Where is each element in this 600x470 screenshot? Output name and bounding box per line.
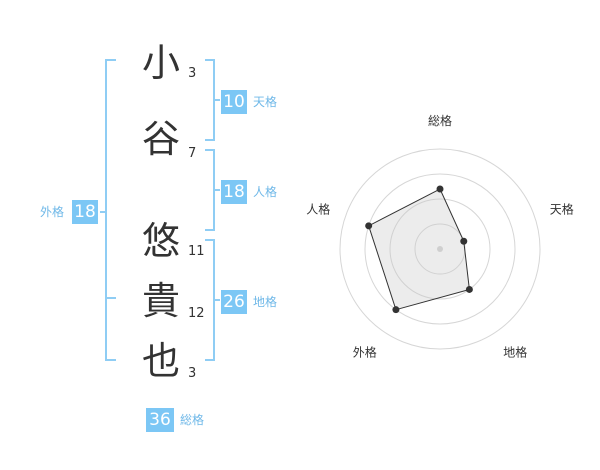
chikaku-value: 26 xyxy=(221,290,247,314)
radar-area xyxy=(368,188,470,311)
tenkaku-bracket xyxy=(205,59,220,141)
stroke-count-5: 3 xyxy=(188,366,197,381)
radar-point xyxy=(460,237,468,245)
gaikaku-label: 外格 xyxy=(40,205,65,219)
gaikaku-value: 18 xyxy=(72,200,98,224)
jinkaku-bracket xyxy=(205,149,220,231)
radar-axis-label: 地格 xyxy=(503,345,527,360)
radar-point xyxy=(436,185,444,193)
stroke-count-1: 3 xyxy=(188,66,197,81)
gaikaku-bracket xyxy=(105,59,116,361)
stroke-count-2: 7 xyxy=(188,146,197,161)
jinkaku-label: 人格 xyxy=(253,185,278,199)
radar-axis-label: 人格 xyxy=(306,201,330,216)
name-char-4: 貴 xyxy=(141,279,180,323)
soukaku-label: 総格 xyxy=(180,413,205,427)
stroke-count-3: 11 xyxy=(188,244,205,259)
radar-point xyxy=(465,285,473,293)
radar-point xyxy=(392,306,400,314)
chikaku-label: 地格 xyxy=(253,295,278,309)
tenkaku-label: 天格 xyxy=(253,95,278,109)
stroke-count-4: 12 xyxy=(188,306,205,321)
jinkaku-value: 18 xyxy=(221,180,247,204)
name-char-5: 也 xyxy=(141,339,180,383)
tenkaku-value: 10 xyxy=(221,90,247,114)
radar-point xyxy=(365,222,373,230)
radar-axis-label: 外格 xyxy=(353,345,377,360)
radar-axis-label: 総格 xyxy=(428,113,452,128)
soukaku-value: 36 xyxy=(146,408,174,432)
radar-center-dot xyxy=(437,246,443,252)
name-char-1: 小 xyxy=(141,41,180,85)
radar-axis-label: 天格 xyxy=(550,201,574,216)
name-char-2: 谷 xyxy=(141,117,180,161)
name-char-3: 悠 xyxy=(141,219,180,263)
chikaku-bracket xyxy=(205,239,220,361)
